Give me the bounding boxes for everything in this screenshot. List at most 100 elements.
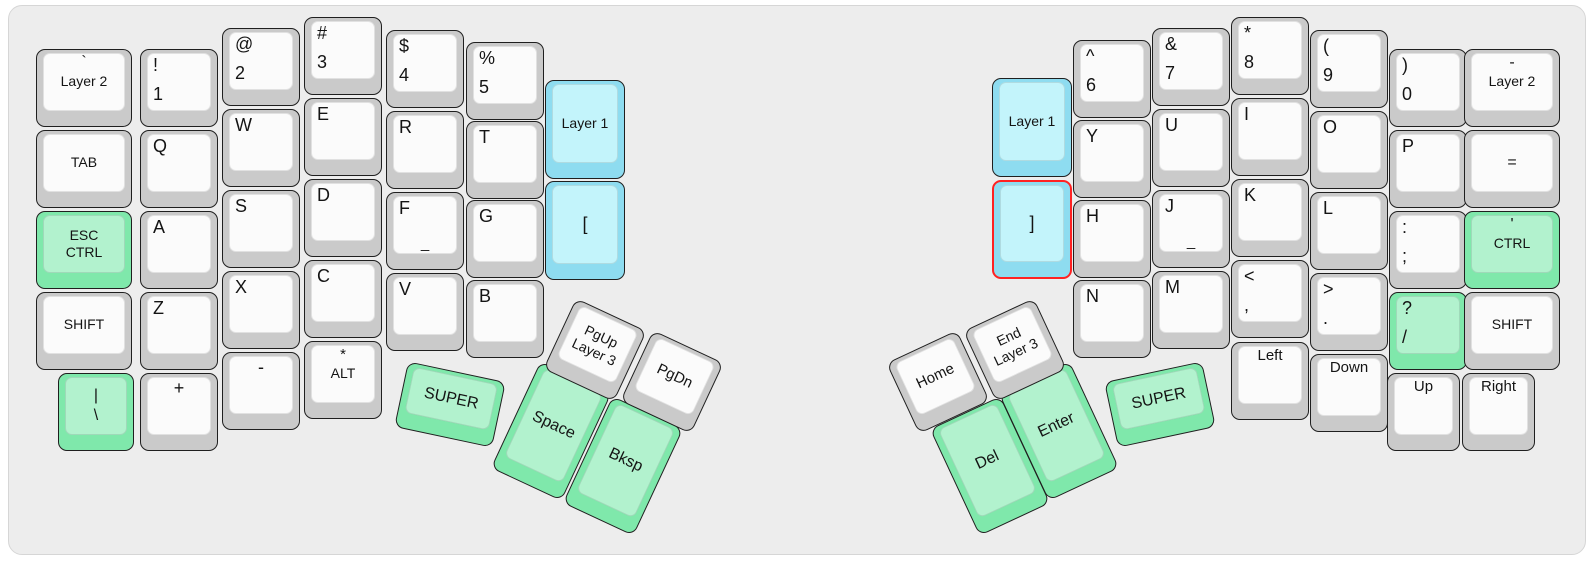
key-8[interactable]: *8 [1231, 17, 1309, 95]
keycap-top: @2 [229, 32, 293, 90]
key-plus[interactable]: + [140, 373, 218, 451]
keycap-top: *ALT [311, 345, 375, 403]
key-legend: _ [420, 235, 430, 252]
key-arrow-up[interactable]: Up [1387, 373, 1460, 451]
key-legend: A [153, 217, 166, 237]
key-legend: 8 [1244, 52, 1255, 72]
key-z[interactable]: Z [140, 292, 218, 370]
key-l[interactable]: L [1310, 192, 1388, 270]
key-m[interactable]: M [1152, 271, 1230, 349]
key-minus[interactable]: - [222, 352, 300, 430]
key-layer1-left[interactable]: Layer 1 [545, 80, 625, 179]
key-v[interactable]: V [386, 273, 464, 351]
key-n[interactable]: N [1073, 280, 1151, 358]
key-legend: Layer 2 [60, 73, 108, 90]
keycap-top: >. [1317, 277, 1381, 335]
keycap-top: SHIFT [1471, 296, 1553, 354]
key-6[interactable]: ^6 [1073, 40, 1151, 118]
keycap-top: L [1317, 196, 1381, 254]
key-a[interactable]: A [140, 211, 218, 289]
key-q[interactable]: Q [140, 130, 218, 208]
key-legend: # [317, 23, 328, 43]
key-h[interactable]: H [1073, 200, 1151, 278]
key-comma[interactable]: <, [1231, 260, 1309, 338]
keycap-top: SHIFT [43, 296, 125, 354]
key-arrow-down[interactable]: Down [1310, 354, 1388, 432]
key-layer2-right[interactable]: -Layer 2 [1464, 49, 1560, 127]
keycap-top: Right [1469, 377, 1528, 435]
key-legend: / [1402, 327, 1408, 347]
key-u[interactable]: U [1152, 109, 1230, 187]
key-tab[interactable]: TAB [36, 130, 132, 208]
key-legend: 0 [1402, 84, 1413, 104]
key-1[interactable]: !1 [140, 49, 218, 127]
key-legend: O [1323, 117, 1338, 137]
key-legend: N [1086, 286, 1099, 306]
key-9[interactable]: (9 [1310, 30, 1388, 108]
keycap-top: + [147, 377, 211, 435]
key-left-bracket[interactable]: [ [545, 181, 625, 280]
key-legend: J [1165, 196, 1174, 216]
key-legend: X [235, 277, 248, 297]
keycap-top: X [229, 275, 293, 333]
key-equals[interactable]: = [1464, 130, 1560, 208]
key-x[interactable]: X [222, 271, 300, 349]
keycap-top: -Layer 2 [1471, 53, 1553, 111]
keycap-top: = [1471, 134, 1553, 192]
key-layer2-left[interactable]: `Layer 2 [36, 49, 132, 127]
key-7[interactable]: &7 [1152, 28, 1230, 106]
key-legend: Left [1257, 347, 1283, 364]
key-g[interactable]: G [466, 200, 544, 278]
key-2[interactable]: @2 [222, 28, 300, 106]
key-legend: SUPER [422, 384, 481, 413]
key-legend: ; [1402, 246, 1408, 266]
key-4[interactable]: $4 [386, 30, 464, 108]
key-o[interactable]: O [1310, 111, 1388, 189]
keycap-top: F_ [393, 196, 457, 254]
key-3[interactable]: #3 [304, 17, 382, 95]
key-legend: Z [153, 298, 164, 318]
key-b[interactable]: B [466, 280, 544, 358]
key-arrow-right[interactable]: Right [1462, 373, 1535, 451]
keycap-top: Down [1317, 358, 1381, 416]
key-5[interactable]: %5 [466, 42, 544, 120]
key-period[interactable]: >. [1310, 273, 1388, 351]
key-s[interactable]: S [222, 190, 300, 268]
key-legend: G [479, 206, 494, 226]
keycap-top: G [473, 204, 537, 262]
key-j[interactable]: J_ [1152, 190, 1230, 268]
key-right-bracket[interactable]: ] [992, 180, 1072, 279]
key-arrow-left[interactable]: Left [1231, 342, 1309, 420]
key-i[interactable]: I [1231, 98, 1309, 176]
key-y[interactable]: Y [1073, 120, 1151, 198]
key-slash[interactable]: ?/ [1389, 292, 1467, 370]
key-legend: 4 [399, 65, 410, 85]
key-pipe-backslash[interactable]: |\ [58, 373, 134, 451]
key-quote-ctrl[interactable]: 'CTRL [1464, 211, 1560, 289]
key-semicolon[interactable]: :; [1389, 211, 1467, 289]
key-legend: Down [1329, 359, 1369, 376]
key-legend: ? [1402, 298, 1413, 318]
key-shift-left[interactable]: SHIFT [36, 292, 132, 370]
key-p[interactable]: P [1389, 130, 1467, 208]
key-star-alt[interactable]: *ALT [304, 341, 382, 419]
key-shift-right[interactable]: SHIFT [1464, 292, 1560, 370]
key-d[interactable]: D [304, 179, 382, 257]
key-c[interactable]: C [304, 260, 382, 338]
keycap-top: A [147, 215, 211, 273]
key-legend: * [1244, 23, 1252, 43]
key-t[interactable]: T [466, 121, 544, 199]
key-legend: & [1165, 34, 1178, 54]
key-layer1-right[interactable]: Layer 1 [992, 78, 1072, 177]
key-w[interactable]: W [222, 109, 300, 187]
key-r[interactable]: R [386, 111, 464, 189]
keycap-top: - [229, 356, 293, 414]
key-e[interactable]: E [304, 98, 382, 176]
key-k[interactable]: K [1231, 179, 1309, 257]
key-legend: L [1323, 198, 1334, 218]
keycap-top: H [1080, 204, 1144, 262]
key-0[interactable]: )0 [1389, 49, 1467, 127]
key-f[interactable]: F_ [386, 192, 464, 270]
